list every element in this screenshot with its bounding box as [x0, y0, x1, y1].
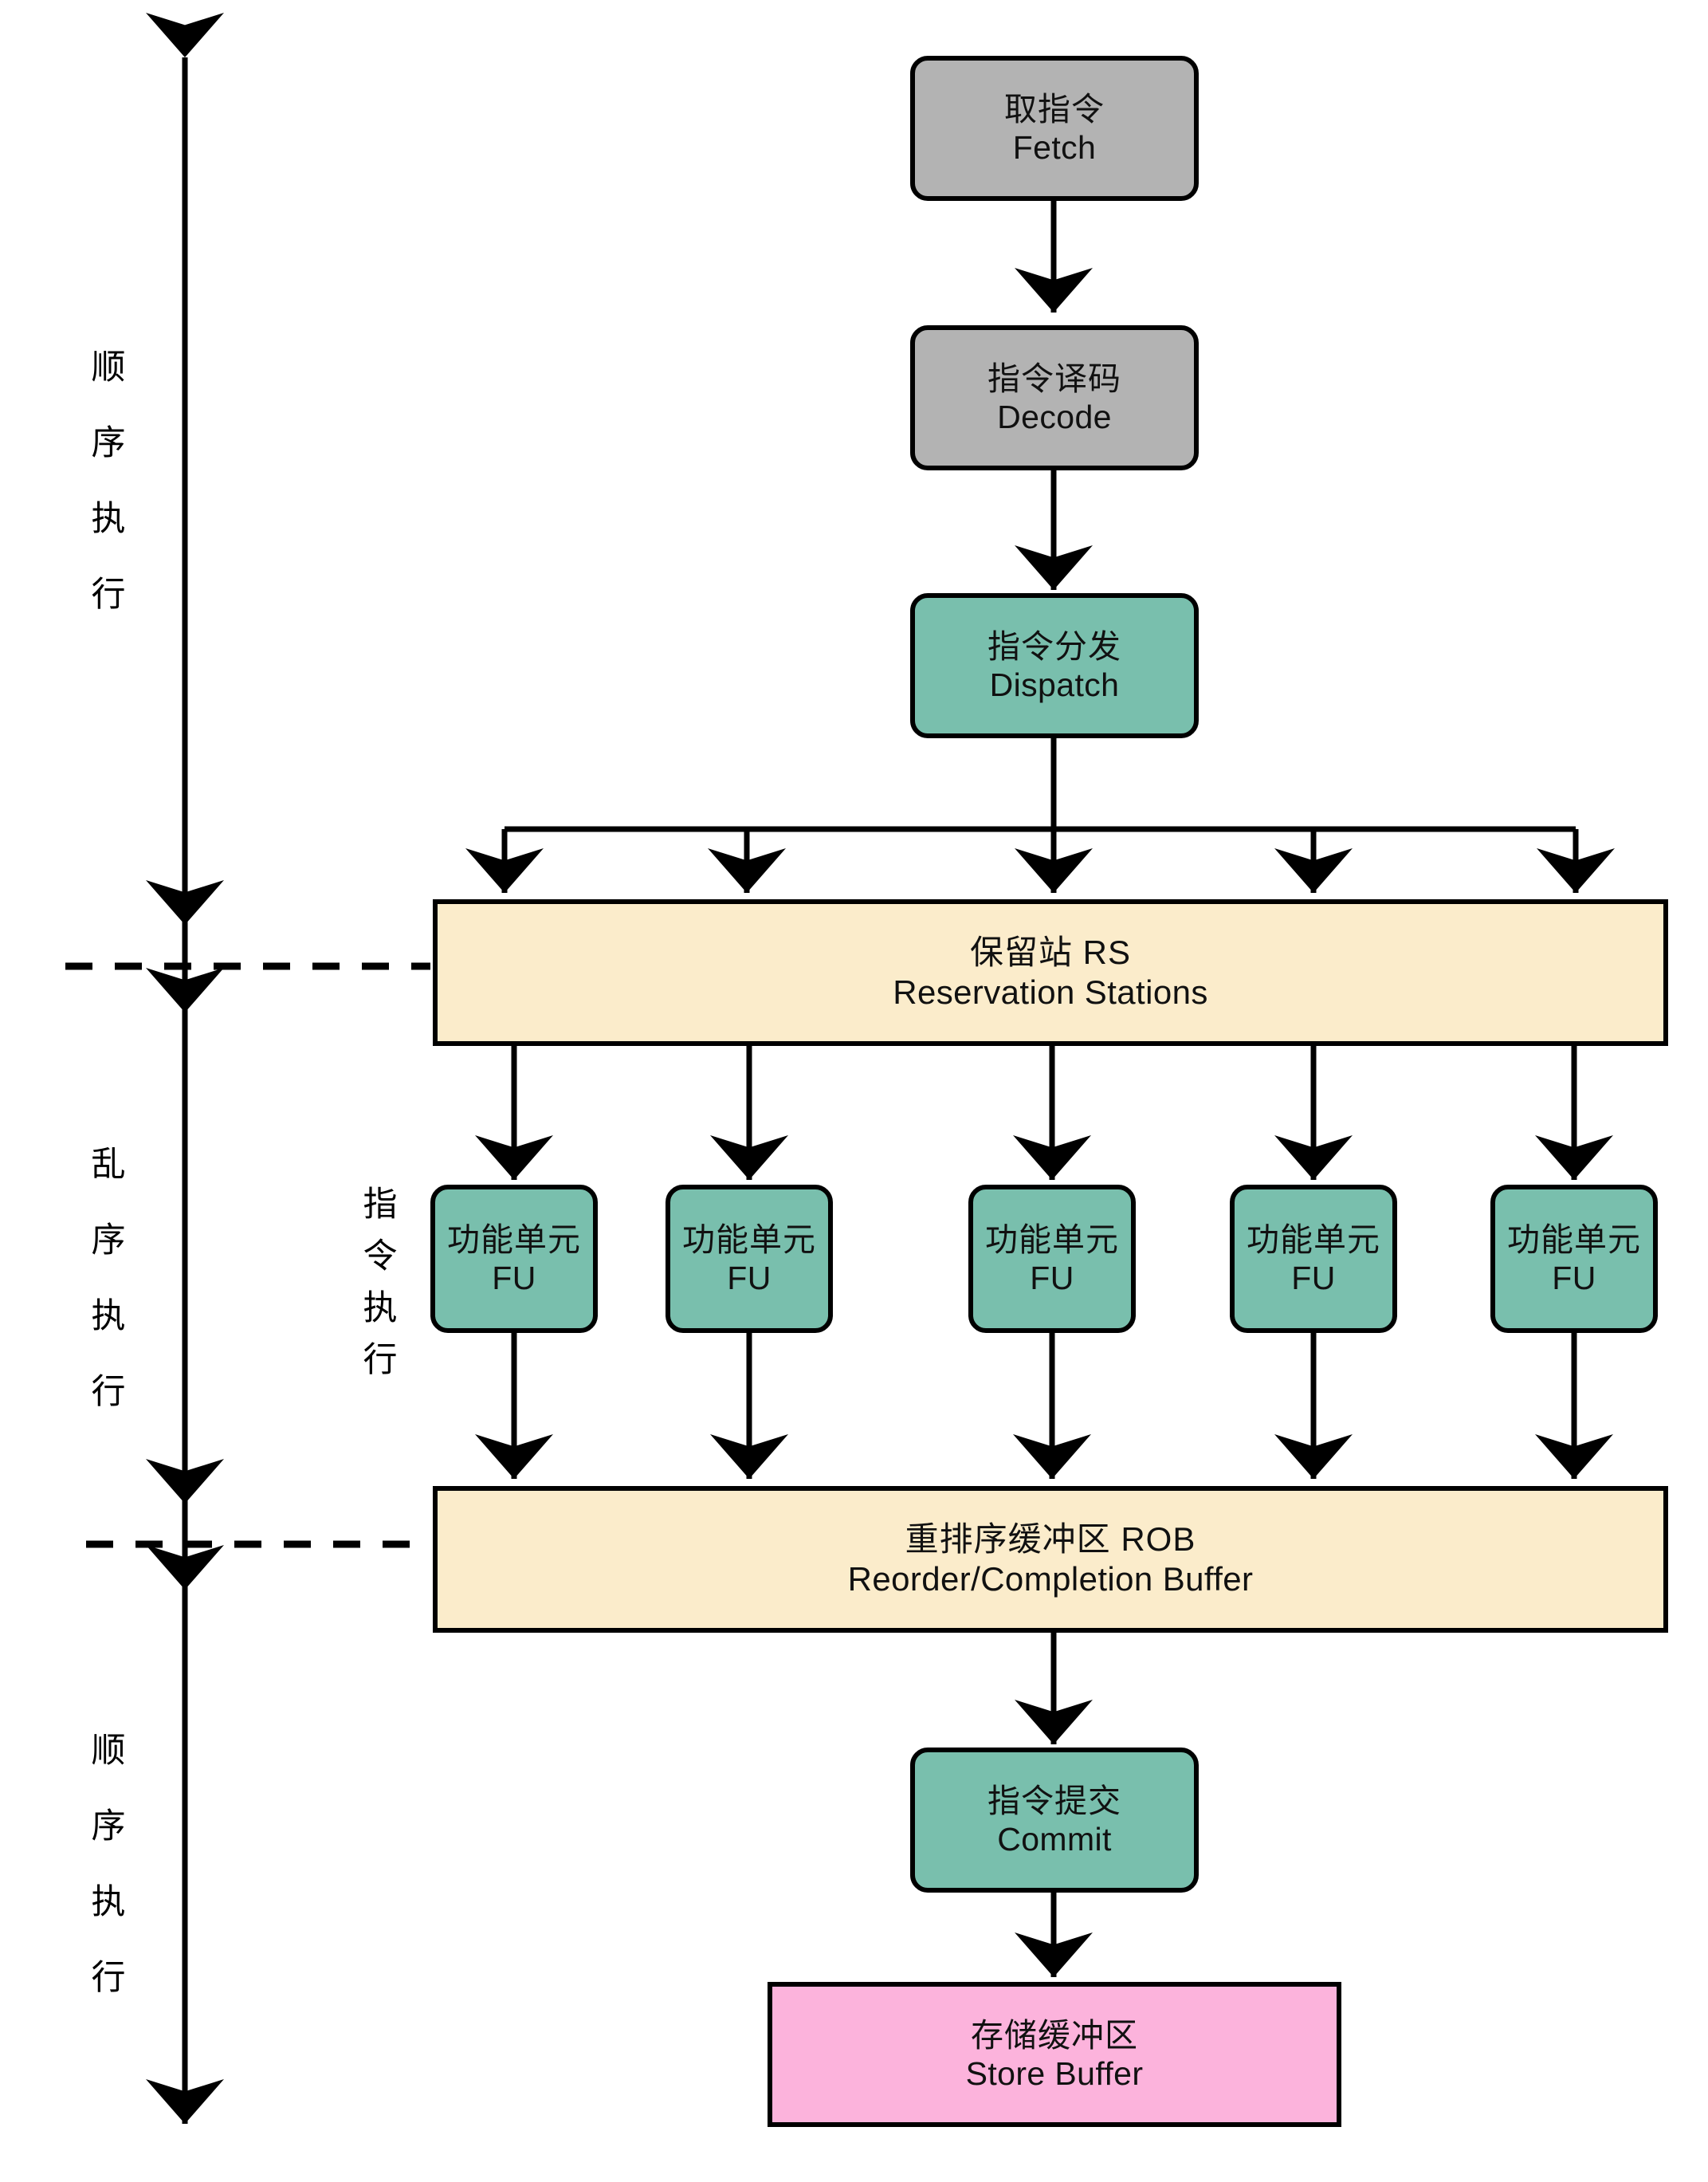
node-functional-unit-5[interactable]: 功能单元 FU: [1490, 1185, 1658, 1333]
phase-label-char: 执: [91, 1297, 126, 1335]
phase-label-char: 序: [91, 1221, 126, 1260]
edges-fu-to-rob: [475, 1333, 1613, 1479]
phase-label-in-order-bottom: 顺 序 执 行: [70, 1734, 147, 2037]
phase-label-char: 顺: [91, 348, 126, 387]
node-commit-cn: 指令提交: [987, 1782, 1121, 1819]
node-store-buffer-en: Store Buffer: [965, 2055, 1144, 2092]
node-decode-cn: 指令译码: [987, 360, 1121, 397]
node-functional-unit-1[interactable]: 功能单元 FU: [430, 1185, 598, 1333]
node-commit-en: Commit: [997, 1821, 1112, 1858]
phase-label-char: 行: [91, 1959, 126, 1997]
node-fetch-en: Fetch: [1012, 129, 1097, 166]
node-fu4-cn: 功能单元: [1247, 1221, 1380, 1258]
phase-label-char: 顺: [91, 1732, 126, 1770]
node-fu1-en: FU: [492, 1260, 536, 1296]
edges-bus-to-rs: [465, 829, 1615, 893]
phase-label-in-order-top: 顺 序 执 行: [70, 351, 147, 654]
phase-label-char: 行: [91, 576, 126, 614]
node-rob-en: Reorder/Completion Buffer: [847, 1560, 1254, 1598]
node-reservation-stations[interactable]: 保留站 RS Reservation Stations: [433, 899, 1668, 1046]
node-rs-cn: 保留站 RS: [969, 934, 1131, 972]
node-commit[interactable]: 指令提交 Commit: [910, 1748, 1199, 1893]
node-fu5-en: FU: [1552, 1260, 1596, 1296]
node-store-buffer-cn: 存储缓冲区: [971, 2016, 1138, 2054]
phase-label-char: 行: [363, 1341, 398, 1379]
node-dispatch-en: Dispatch: [989, 666, 1120, 703]
node-rs-en: Reservation Stations: [893, 973, 1208, 1011]
node-functional-unit-3[interactable]: 功能单元 FU: [968, 1185, 1136, 1333]
node-fu4-en: FU: [1291, 1260, 1336, 1296]
node-dispatch[interactable]: 指令分发 Dispatch: [910, 593, 1199, 738]
edges-rs-to-fu: [475, 1046, 1613, 1180]
node-dispatch-cn: 指令分发: [987, 627, 1121, 665]
node-fu1-cn: 功能单元: [447, 1221, 581, 1258]
phase-label-char: 乱: [91, 1146, 126, 1184]
phase-label-instruction-execution: 指 令 执 行: [344, 1188, 416, 1395]
node-fetch-cn: 取指令: [1004, 90, 1105, 128]
phase-label-char: 令: [363, 1237, 398, 1276]
phase-label-char: 执: [91, 500, 126, 538]
phase-label-char: 行: [91, 1373, 126, 1411]
node-rob-cn: 重排序缓冲区 ROB: [905, 1520, 1196, 1559]
phase-label-char: 指: [363, 1185, 398, 1224]
node-functional-unit-2[interactable]: 功能单元 FU: [666, 1185, 833, 1333]
node-store-buffer[interactable]: 存储缓冲区 Store Buffer: [768, 1982, 1341, 2127]
node-decode-en: Decode: [997, 399, 1112, 435]
phase-label-char: 执: [91, 1883, 126, 1921]
node-fu3-cn: 功能单元: [985, 1221, 1119, 1258]
node-decode[interactable]: 指令译码 Decode: [910, 325, 1199, 470]
node-functional-unit-4[interactable]: 功能单元 FU: [1230, 1185, 1397, 1333]
node-fu2-cn: 功能单元: [682, 1221, 816, 1258]
node-fu2-en: FU: [727, 1260, 772, 1296]
node-fetch[interactable]: 取指令 Fetch: [910, 56, 1199, 201]
phase-label-char: 执: [363, 1289, 398, 1327]
phase-label-char: 序: [91, 424, 126, 462]
node-fu3-en: FU: [1030, 1260, 1074, 1296]
phase-label-char: 序: [91, 1807, 126, 1846]
node-fu5-cn: 功能单元: [1507, 1221, 1641, 1258]
node-reorder-buffer[interactable]: 重排序缓冲区 ROB Reorder/Completion Buffer: [433, 1486, 1668, 1633]
phase-label-out-of-order: 乱 序 执 行: [70, 1148, 147, 1451]
